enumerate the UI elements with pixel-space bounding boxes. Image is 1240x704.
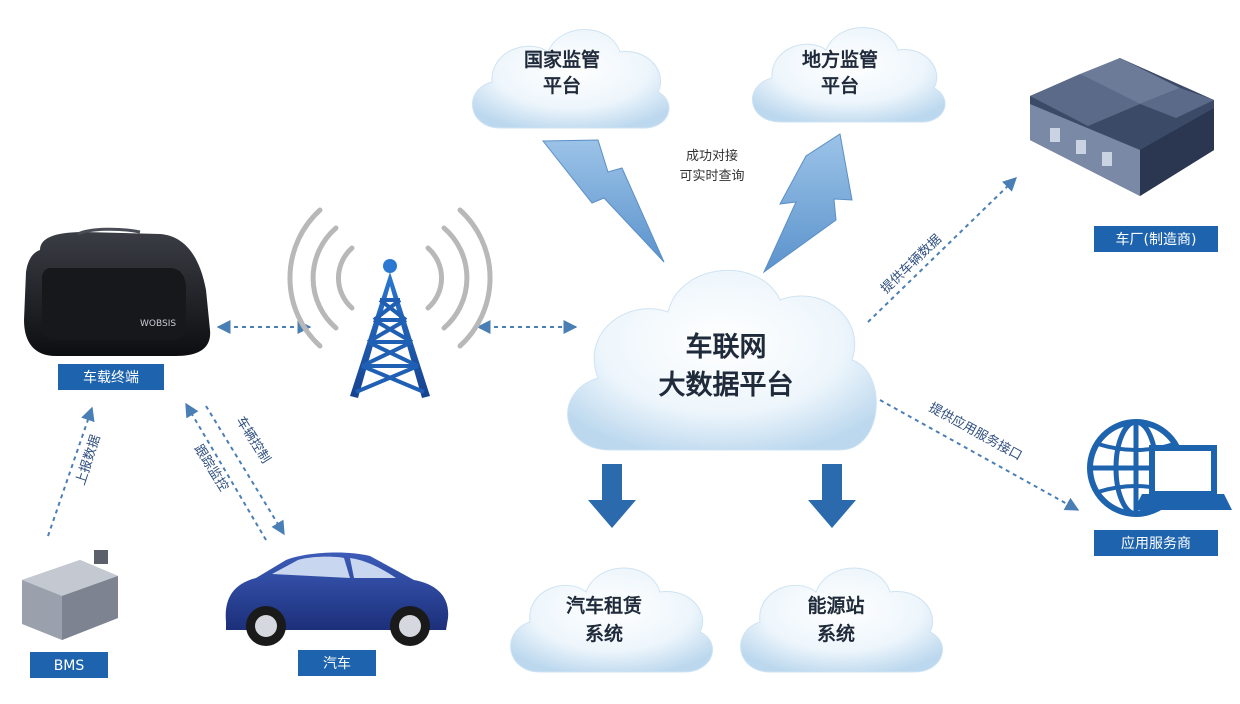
- tag-onboard-terminal: 车载终端: [58, 364, 164, 390]
- down-arrow-energy-icon: [808, 464, 856, 528]
- cloud-energy-system: 能源站 系统: [740, 567, 944, 673]
- cloud-local-regulator: 地方监管 平台: [752, 27, 946, 123]
- tag-app-provider-text: 应用服务商: [1121, 535, 1191, 552]
- note-line2: 可实时查询: [679, 169, 744, 184]
- cloud-national-regulator: 国家监管 平台: [471, 29, 670, 129]
- bms-module-icon: [22, 550, 118, 640]
- cloud-rental-line1: 汽车租赁: [566, 594, 642, 617]
- signal-tower-icon: [287, 207, 493, 398]
- tag-bms-text: BMS: [54, 658, 85, 674]
- factory-building-icon: [1030, 58, 1214, 196]
- cloud-national-line1: 国家监管: [524, 48, 600, 71]
- tag-app-provider: 应用服务商: [1094, 530, 1218, 556]
- link-platform-factory: [867, 177, 1018, 323]
- edge-label-app-interface: 提供应用服务接口: [926, 400, 1025, 464]
- cloud-rental-system: 汽车租赁 系统: [510, 567, 714, 673]
- cloud-local-line2: 平台: [821, 74, 859, 97]
- link-bms-terminal: [47, 406, 95, 537]
- cloud-energy-line2: 系统: [817, 622, 855, 645]
- lightning-bolt-right-icon: [762, 133, 853, 274]
- cloud-national-line2: 平台: [543, 74, 581, 97]
- cloud-local-line1: 地方监管: [802, 48, 878, 71]
- tag-car: 汽车: [298, 650, 376, 676]
- edge-label-upload: 上报数据: [74, 433, 104, 487]
- tag-onboard-terminal-text: 车载终端: [83, 369, 139, 386]
- tag-car-text: 汽车: [323, 655, 351, 672]
- down-arrow-rental-icon: [588, 464, 636, 528]
- cloud-energy-line1: 能源站: [807, 594, 864, 617]
- cloud-platform-line2: 大数据平台: [659, 369, 794, 401]
- onboard-terminal-device: WOBSIS: [24, 227, 211, 356]
- tag-factory-text: 车厂(制造商): [1116, 231, 1197, 248]
- car-icon: [225, 552, 449, 646]
- cloud-rental-line2: 系统: [585, 622, 623, 645]
- cloud-iov-platform: 车联网 大数据平台: [567, 270, 877, 451]
- tag-bms: BMS: [30, 652, 108, 678]
- tag-factory: 车厂(制造商): [1094, 226, 1218, 252]
- note-line1: 成功对接: [686, 148, 738, 164]
- edge-label-factory-data: 提供车辆数据: [878, 231, 945, 297]
- lightning-bolt-left-icon: [541, 139, 665, 263]
- link-car-terminal-track: [185, 402, 267, 541]
- link-platform-provider: [879, 399, 1080, 511]
- globe-laptop-icon: [1087, 419, 1232, 517]
- device-logo-text: WOBSIS: [140, 319, 176, 329]
- link-terminal-car-control: [205, 405, 285, 536]
- edge-label-control: 车辆控制: [233, 414, 274, 467]
- cloud-platform-line1: 车联网: [686, 331, 767, 363]
